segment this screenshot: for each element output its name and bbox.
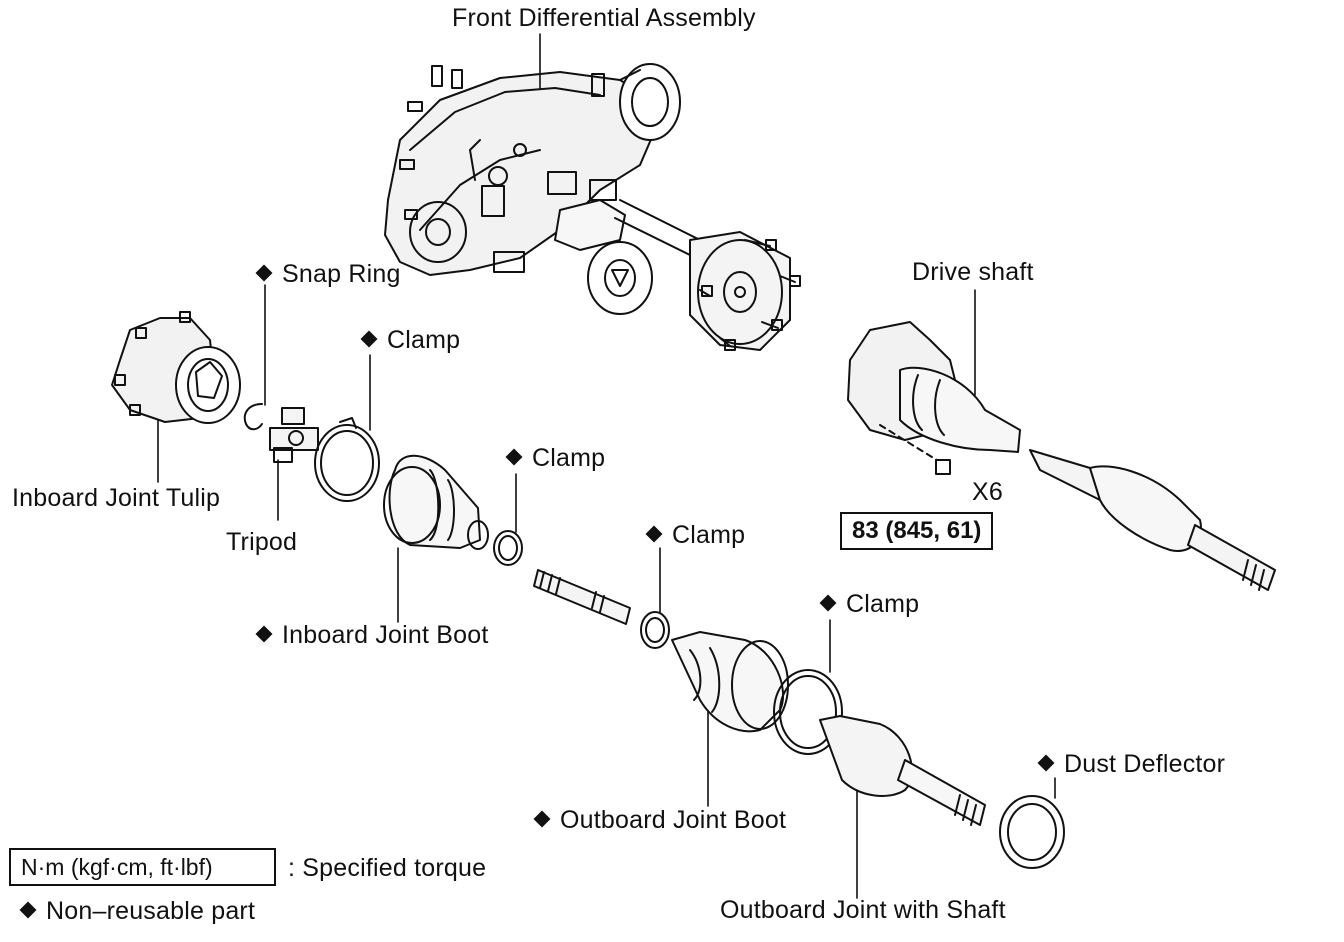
diamond-icon [360,330,378,348]
legend-torque-unit-box: N·m (kgf·cm, ft·lbf) [9,848,276,886]
label-drive-shaft: Drive shaft [912,258,1034,286]
label-outboard-boot: Outboard Joint Boot [533,806,786,834]
legend-nonreusable: Non–reusable part [19,897,255,925]
label-snap-ring: Snap Ring [255,260,401,288]
diamond-icon [819,594,837,612]
dust-deflector-drawing [999,795,1065,869]
label-x6: X6 [972,478,1003,506]
outboard-joint-shaft-drawing [819,715,986,826]
tripod-drawing [269,407,319,463]
label-tripod: Tripod [226,528,298,556]
label-clamp-4: Clamp [819,590,919,618]
diamond-icon [645,525,663,543]
drive-shaft-drawing [847,321,1276,591]
label-inboard-tulip: Inboard Joint Tulip [12,484,221,512]
clamp-3-drawing [640,611,670,649]
label-outboard-joint-shaft: Outboard Joint with Shaft [720,896,1006,924]
diamond-icon [533,810,551,828]
label-inboard-boot: Inboard Joint Boot [255,621,489,649]
outboard-boot-drawing [671,631,789,733]
diamond-icon [1037,754,1055,772]
snap-ring-drawing [243,403,263,431]
inboard-tulip-drawing [111,311,241,424]
legend-torque-desc: : Specified torque [288,854,487,882]
diamond-icon [505,448,523,466]
inboard-boot-drawing [383,454,489,550]
label-clamp-2: Clamp [505,444,605,472]
label-dust-deflector: Dust Deflector [1037,750,1225,778]
leader-lines [157,33,1056,899]
clamp-4-drawing [773,669,843,755]
diamond-icon [19,901,37,919]
label-clamp-1: Clamp [360,326,460,354]
diamond-icon [255,264,273,282]
front-differential-drawing [384,63,801,351]
diamond-icon [255,625,273,643]
label-front-differential: Front Differential Assembly [452,4,756,32]
splined-shaft-drawing [533,569,631,625]
torque-spec-box: 83 (845, 61) [840,512,994,550]
clamp-2-drawing [493,530,523,566]
label-clamp-3: Clamp [645,521,745,549]
clamp-1-drawing [314,417,380,502]
